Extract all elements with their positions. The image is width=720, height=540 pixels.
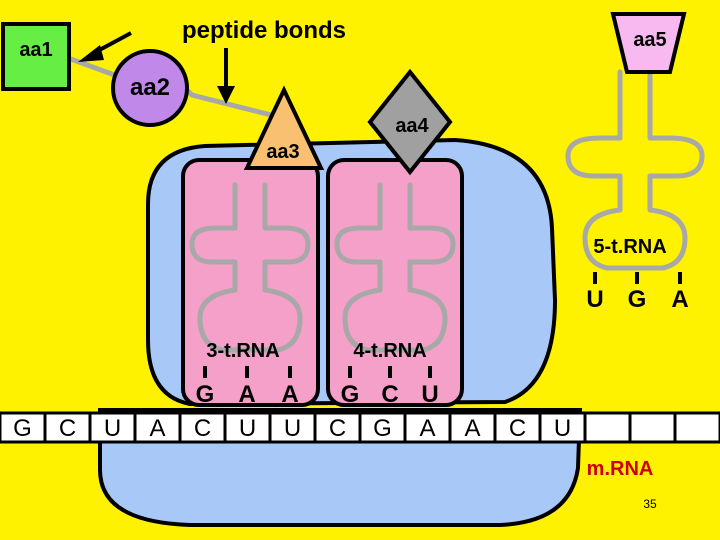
anticodon-base: G xyxy=(196,381,215,408)
trna-slot-a-site xyxy=(326,158,464,407)
anticodon-ticks xyxy=(203,272,682,378)
mrna-base: C xyxy=(194,415,211,442)
anticodon-base: A xyxy=(671,286,688,313)
peptide-bonds-label: peptide bonds xyxy=(182,17,346,44)
aa5-trapezoid: aa5 xyxy=(610,12,687,74)
aa3-triangle: aa3 xyxy=(243,85,325,170)
anticodon-trna4: G C U xyxy=(341,381,439,408)
mrna-base: G xyxy=(373,415,392,442)
mrna-base: A xyxy=(464,415,480,442)
mrna-base: C xyxy=(329,415,346,442)
trna-3 xyxy=(189,182,311,353)
arrow-icon xyxy=(78,31,132,62)
trna5-label: 5-t.RNA xyxy=(593,236,666,258)
aa2-label: aa2 xyxy=(130,74,170,101)
aa2-circle: aa2 xyxy=(111,49,189,127)
trna-4 xyxy=(334,182,456,353)
anticodon-base: G xyxy=(341,381,360,408)
mrna-base: A xyxy=(419,415,435,442)
anticodon-base: U xyxy=(421,381,438,408)
trna3-label: 3-t.RNA xyxy=(206,340,279,362)
aa3-label: aa3 xyxy=(266,141,299,163)
mrna-base: U xyxy=(104,415,121,442)
aa1-box: aa1 xyxy=(1,22,71,91)
page-number: 35 xyxy=(643,497,657,511)
mrna-base: C xyxy=(59,415,76,442)
aa4-label: aa4 xyxy=(395,115,429,137)
anticodon-base: A xyxy=(238,381,255,408)
anticodon-trna5: U G A xyxy=(586,286,688,313)
anticodon-trna3: G A A xyxy=(196,381,299,408)
arrow-icon xyxy=(217,48,235,104)
aa5-label: aa5 xyxy=(633,29,666,51)
anticodon-base: U xyxy=(586,286,603,313)
mrna-base: U xyxy=(554,415,571,442)
mrna-base: U xyxy=(239,415,256,442)
anticodon-base: A xyxy=(281,381,298,408)
mrna-base: U xyxy=(284,415,301,442)
mrna-base: A xyxy=(149,415,165,442)
mrna-base: G xyxy=(13,415,32,442)
anticodon-base: G xyxy=(628,286,647,313)
aa4-diamond: aa4 xyxy=(367,68,453,176)
trna-5 xyxy=(565,69,705,271)
aa1-label: aa1 xyxy=(19,39,52,61)
mrna-label: m.RNA xyxy=(587,458,654,480)
mrna-base: C xyxy=(509,415,526,442)
anticodon-base: C xyxy=(381,381,398,408)
trna4-label: 4-t.RNA xyxy=(353,340,426,362)
